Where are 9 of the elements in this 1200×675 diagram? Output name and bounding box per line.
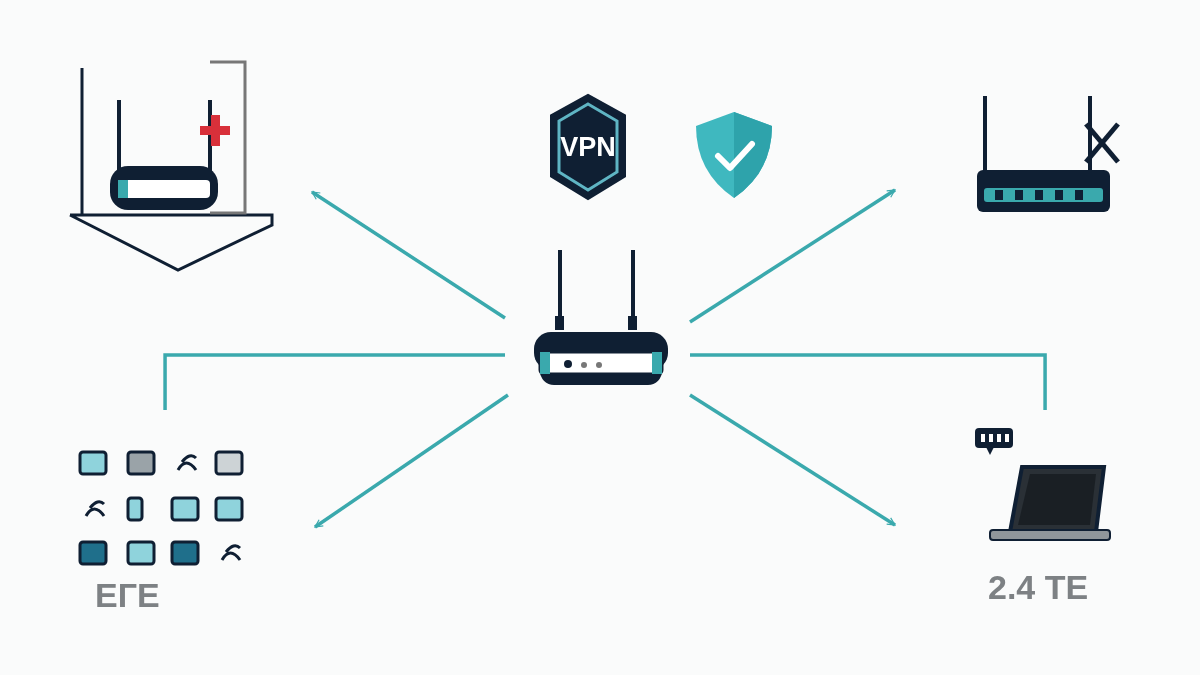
hexagon-badge: VPN [548, 92, 628, 202]
connector-line [163, 353, 505, 410]
arrow [689, 393, 896, 527]
connector-line [690, 353, 1047, 410]
arrow [311, 190, 506, 320]
arrow [314, 393, 509, 529]
icon-caption: 2.4 TE [988, 570, 1089, 604]
arrow [689, 188, 896, 324]
icon-caption: EГE [95, 578, 160, 612]
